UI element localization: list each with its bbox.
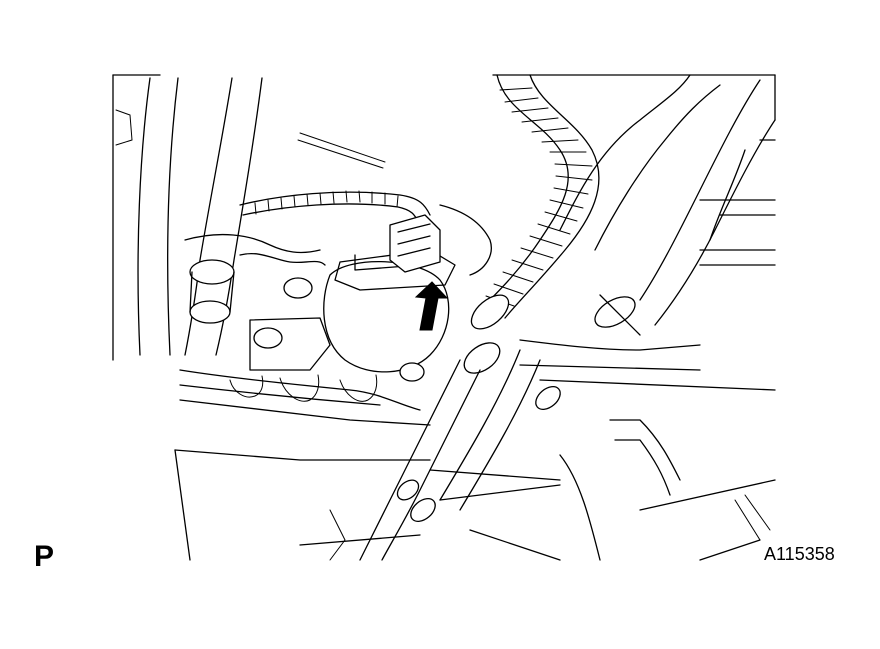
right-tubes: [519, 74, 776, 561]
upper-left-pipes: [115, 77, 386, 356]
lower-diagonal-pipes: [329, 349, 601, 561]
frame-edges: [112, 74, 776, 361]
figure-id: A115358: [764, 544, 835, 564]
arrow-up-right-icon: [414, 281, 449, 331]
left-engine-components: [174, 233, 431, 561]
corrugated-hose: [463, 74, 600, 374]
wiring-harness-upper: [239, 190, 431, 223]
view-label: P: [34, 540, 55, 573]
sensor-housing: [323, 204, 492, 373]
